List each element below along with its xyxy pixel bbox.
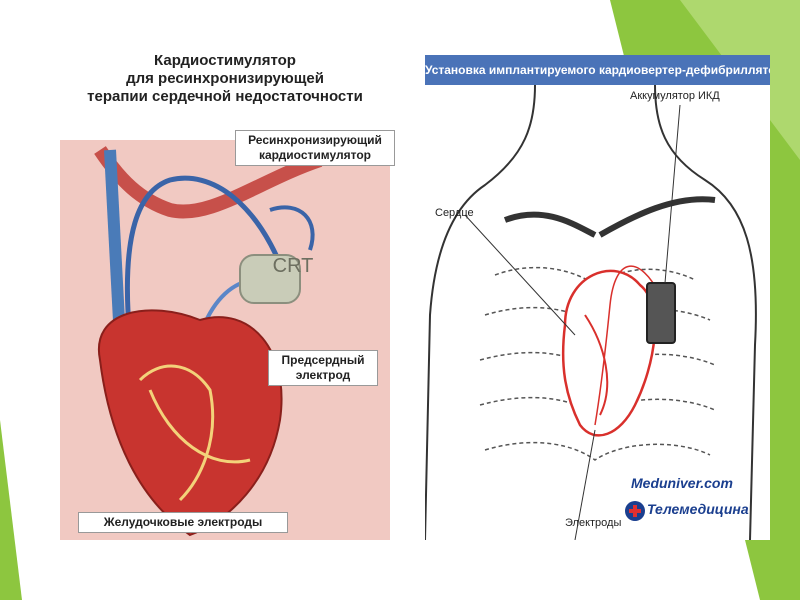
label-ventricular-electrodes: Желудочковые электроды [78, 512, 288, 533]
label-electrodes: Электроды [565, 517, 622, 529]
icd-illustration [425, 85, 757, 540]
pointer-heart [464, 214, 576, 336]
label-atrial-line-2: электрод [295, 368, 351, 382]
watermark-line-2: Телемедицина [647, 501, 749, 517]
icd-lead [594, 265, 661, 426]
crt-title-line-3: терапии сердечной недостаточности [87, 88, 363, 105]
label-crt-device-line-1: Ресинхронизирующий [248, 133, 382, 147]
ventricular-lead-2 [148, 389, 251, 464]
label-crt-device: Ресинхронизирующий кардиостимулятор [235, 130, 395, 166]
icd-battery-device [646, 282, 676, 344]
label-heart: Сердце [435, 207, 474, 219]
label-atrial-line-1: Предсердный [281, 353, 365, 367]
watermark-line-1: Meduniver.com [631, 475, 733, 491]
icd-diagram-panel: Установка имплантируемого кардиовертер-д… [425, 55, 770, 540]
heart-shape [97, 309, 283, 537]
crt-diagram-panel: Кардиостимулятор для ресинхронизирующей … [50, 40, 400, 540]
green-stripe-left [0, 420, 22, 600]
crt-device-label: CRT [272, 255, 314, 277]
pointer-battery [664, 104, 681, 284]
medical-cross-icon [625, 501, 645, 521]
clavicle-left [503, 211, 597, 238]
torso-right-outline [654, 85, 757, 540]
label-atrial-electrode: Предсердный электрод [268, 350, 378, 386]
rib-5 [484, 441, 711, 461]
icd-title: Установка имплантируемого кардиовертер-д… [425, 55, 770, 85]
crt-title-line-2: для ресинхронизирующей [126, 70, 324, 87]
crt-title-line-1: Кардиостимулятор [154, 52, 296, 69]
aorta-vessel [94, 146, 323, 219]
heart-inner-line [584, 314, 609, 416]
label-icd-battery: Аккумулятор ИКД [630, 90, 720, 102]
lead-coil [269, 205, 315, 251]
ventricular-lead [138, 364, 215, 502]
crt-title: Кардиостимулятор для ресинхронизирующей … [50, 52, 400, 106]
meduniver-watermark: Meduniver.com Телемедицина [623, 475, 763, 535]
heart-outline [561, 269, 657, 437]
rib-1 [494, 266, 696, 286]
vena-cava [104, 149, 126, 341]
torso-left-outline [425, 85, 536, 540]
pointer-electrodes [574, 429, 596, 540]
clavicle-right [598, 196, 716, 238]
crt-device [239, 254, 301, 304]
crt-illustration [60, 140, 390, 540]
label-crt-device-line-2: кардиостимулятор [258, 148, 372, 162]
